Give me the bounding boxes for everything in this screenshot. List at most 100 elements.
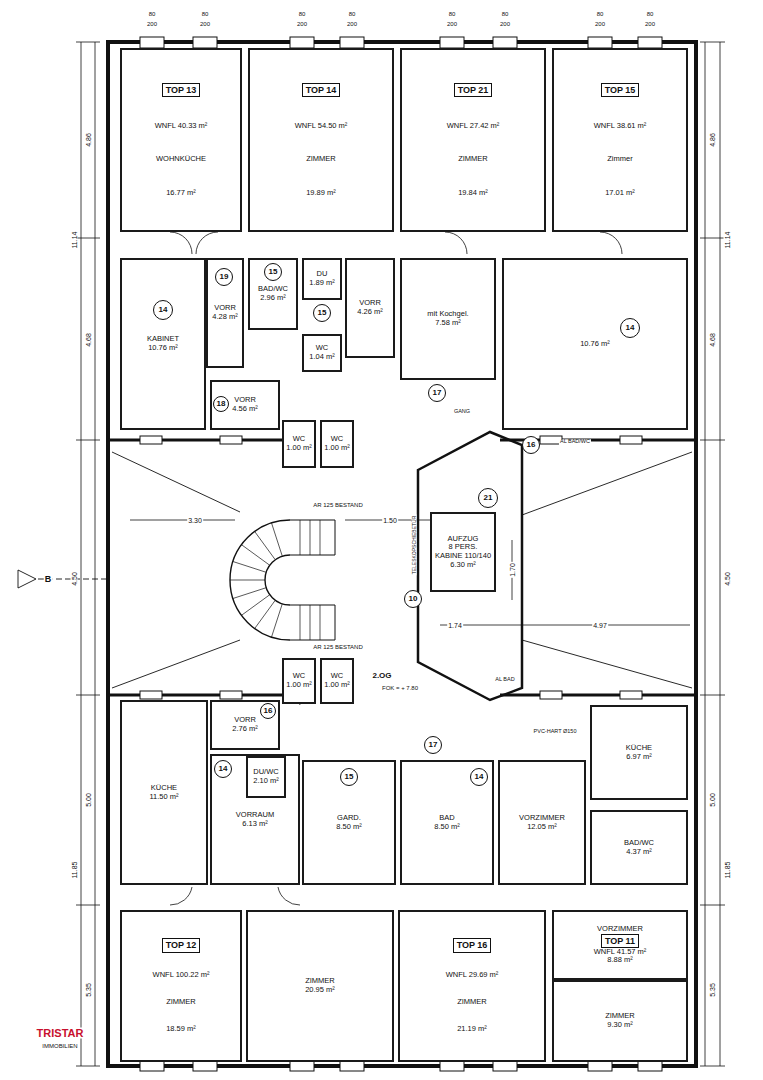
room-label: 6.97 m² bbox=[626, 753, 651, 762]
dimension-label: 4.86 bbox=[85, 132, 92, 148]
room-box: TOP 14WNFL 54.50 m²ZIMMER19.89 m² bbox=[248, 48, 394, 232]
plan-label: 80 bbox=[298, 11, 307, 17]
plan-label: AR 125 BESTAND bbox=[312, 502, 364, 508]
room-label: ZIMMER bbox=[166, 998, 196, 1007]
room-label: 1.00 m² bbox=[324, 444, 349, 453]
plan-label: 4.97 bbox=[592, 622, 608, 629]
room-label: WC bbox=[331, 672, 344, 681]
dimension-label: 4.50 bbox=[71, 571, 78, 587]
room-box: KÜCHE11.50 m² bbox=[120, 700, 208, 885]
room-label: 4.26 m² bbox=[357, 308, 382, 317]
room-label: 2.96 m² bbox=[260, 294, 285, 303]
room-box: KABINET10.76 m²14 bbox=[120, 258, 206, 430]
room-label: 8 PERS. KABINE 110/140 bbox=[434, 543, 492, 560]
room-label: 9.30 m² bbox=[607, 1021, 632, 1030]
room-label: DU/WC bbox=[253, 768, 278, 777]
callout-circle: 15 bbox=[313, 304, 331, 322]
dimension-label: 11.14 bbox=[724, 231, 731, 250]
room-label: 16.77 m² bbox=[166, 189, 196, 198]
room-box: KÜCHE6.97 m² bbox=[590, 705, 688, 800]
room-box: TOP 13WNFL 40.33 m²WOHNKÜCHE16.77 m² bbox=[120, 48, 242, 232]
room-box: WC1.00 m² bbox=[282, 658, 316, 704]
room-label: ZIMMER bbox=[306, 155, 336, 164]
room-box: DU1.89 m² bbox=[302, 258, 342, 300]
room-label: Zimmer bbox=[607, 155, 632, 164]
callout-number: 16 bbox=[527, 441, 536, 449]
plan-label: 2.OG bbox=[371, 672, 392, 680]
room-label: BAD/WC bbox=[624, 839, 654, 848]
callout-circle: 14 bbox=[620, 318, 640, 338]
dimension-label: 4.86 bbox=[709, 132, 716, 148]
room-box: TOP 21WNFL 27.42 m²ZIMMER19.84 m² bbox=[400, 48, 546, 232]
plan-label: 200 bbox=[346, 21, 358, 27]
light-well-lines bbox=[18, 452, 692, 688]
room-label: 1.00 m² bbox=[324, 681, 349, 690]
dimension-label: 4.68 bbox=[709, 332, 716, 348]
dimension-label: 5.35 bbox=[85, 982, 92, 998]
callout-circle: 21 bbox=[478, 488, 498, 508]
room-label: 20.95 m² bbox=[305, 986, 335, 995]
room-box: mit Kochgel.7.58 m² bbox=[400, 258, 496, 380]
room-label: mit Kochgel. bbox=[427, 310, 468, 319]
room-box: GARD.8.50 m²15 bbox=[302, 760, 396, 885]
room-label: VORZIMMER bbox=[597, 925, 643, 934]
callout-number: 15 bbox=[269, 268, 278, 276]
room-label: WNFL 29.69 m² bbox=[446, 971, 499, 980]
callout-number: 15 bbox=[318, 309, 327, 317]
callout-number: 15 bbox=[345, 773, 354, 781]
plan-label: 200 bbox=[446, 21, 458, 27]
room-box: 10.76 m² 14 bbox=[502, 258, 688, 430]
plan-label: 1.74 bbox=[447, 622, 463, 629]
room-label: 19.84 m² bbox=[458, 189, 488, 198]
room-label: BAD/WC bbox=[258, 285, 288, 294]
plan-label: 80 bbox=[148, 11, 157, 17]
room-label: VORR bbox=[214, 304, 236, 313]
room-label: 10.76 m² bbox=[580, 340, 610, 349]
room-label: WNFL 41.57 m² bbox=[594, 948, 647, 957]
room-box: TOP 12WNFL 100.22 m²ZIMMER18.59 m² bbox=[120, 910, 242, 1062]
callout-circle: 14 bbox=[153, 300, 173, 320]
room-label: 4.37 m² bbox=[626, 848, 651, 857]
room-label: 19.89 m² bbox=[306, 189, 336, 198]
room-box: WC1.04 m² bbox=[302, 334, 342, 372]
plan-label: AL BAD/WC bbox=[559, 439, 591, 445]
callout-number: 16 bbox=[264, 707, 273, 715]
plan-label: FOK = + 7.80 bbox=[381, 685, 419, 691]
room-label: BAD bbox=[439, 814, 454, 823]
plan-label: 200 bbox=[644, 21, 656, 27]
room-label: 7.58 m² bbox=[435, 319, 460, 328]
room-label: 11.50 m² bbox=[149, 793, 178, 802]
room-box: TOP 15WNFL 38.61 m²Zimmer17.01 m² bbox=[552, 48, 688, 232]
room-label: 6.30 m² bbox=[450, 561, 475, 570]
room-box: BAD8.50 m²14 bbox=[400, 760, 494, 885]
room-label: DU bbox=[317, 270, 328, 279]
room-label: VORZIMMER bbox=[519, 814, 565, 823]
callout-circle: 18 bbox=[213, 396, 229, 412]
callout-number: 10 bbox=[409, 595, 418, 603]
room-label: TOP 13 bbox=[162, 83, 201, 97]
plan-label: 80 bbox=[201, 11, 210, 17]
callout-number: 14 bbox=[626, 324, 635, 332]
room-label: 18.59 m² bbox=[166, 1025, 196, 1034]
plan-label: 80 bbox=[501, 11, 510, 17]
room-box: VORR4.28 m²19 bbox=[206, 258, 244, 368]
room-label: VORRAUM bbox=[236, 811, 274, 820]
callout-number: 14 bbox=[219, 765, 228, 773]
plan-label: AL BAD bbox=[494, 677, 515, 683]
callout-circle: 10 bbox=[404, 590, 422, 608]
dimension-label: TELESKOPSCHIEBETÜR bbox=[412, 515, 417, 576]
room-label: 4.28 m² bbox=[212, 313, 237, 322]
room-label: TOP 14 bbox=[302, 83, 341, 97]
room-label: WOHNKÜCHE bbox=[156, 155, 206, 164]
plan-label: 200 bbox=[199, 21, 211, 27]
room-box: TOP 16WNFL 29.69 m²ZIMMER21.19 m² bbox=[398, 910, 546, 1062]
room-label: 8.88 m² bbox=[607, 956, 632, 965]
room-label: 1.04 m² bbox=[309, 353, 334, 362]
outer-wall bbox=[108, 42, 696, 1066]
room-label: KÜCHE bbox=[626, 744, 652, 753]
plan-label: 3.30 bbox=[187, 517, 203, 524]
callout-circle: 17 bbox=[424, 736, 442, 754]
room-label: TOP 12 bbox=[162, 938, 201, 952]
room-label: ZIMMER bbox=[457, 998, 487, 1007]
